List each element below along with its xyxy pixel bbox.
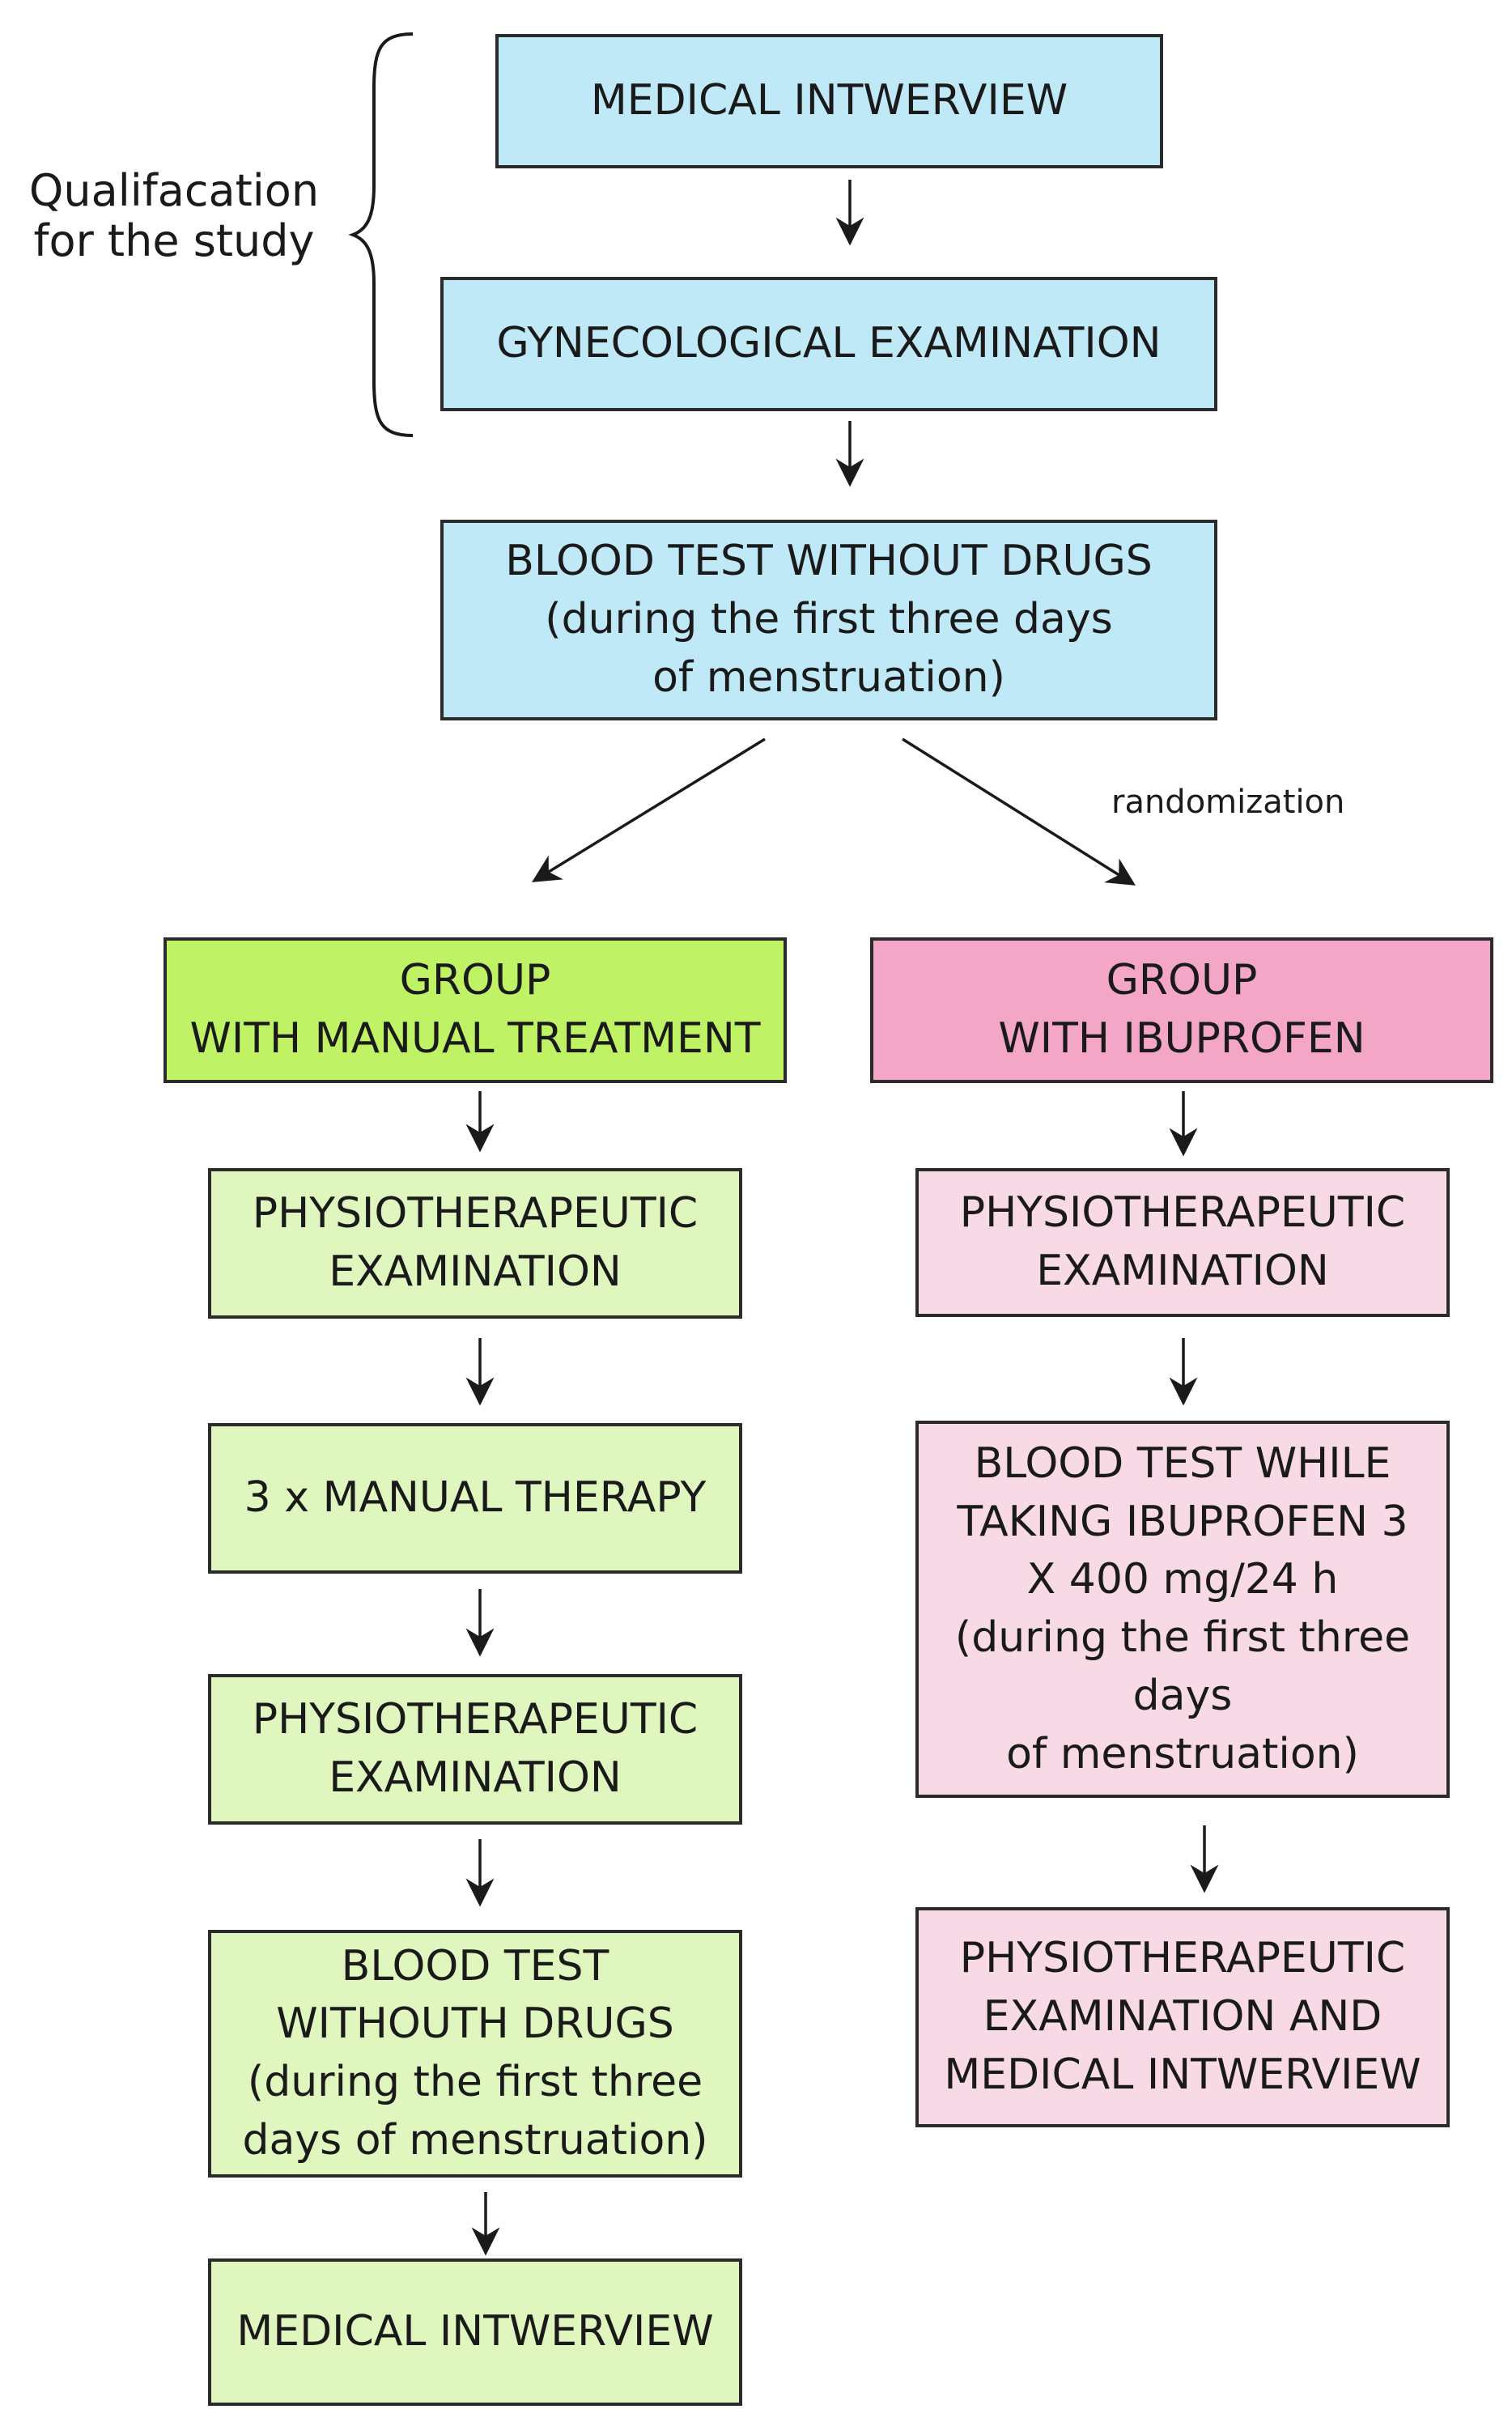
box-text: (during the first three days bbox=[545, 595, 1113, 644]
ibuprofen-final-box: PHYSIOTHERAPEUTIC EXAMINATION AND MEDICA… bbox=[915, 1907, 1450, 2127]
ibuprofen-group-header: GROUP WITH IBUPROFEN bbox=[870, 937, 1493, 1083]
box-text: WITHOUTH DRUGS bbox=[276, 1999, 674, 2049]
box-text: WITH IBUPROFEN bbox=[998, 1014, 1365, 1063]
qualification-label-line: for the study bbox=[33, 215, 315, 267]
medical-interview-box: MEDICAL INTWERVIEW bbox=[495, 34, 1163, 168]
box-text: of menstruation) bbox=[1006, 1729, 1359, 1778]
box-text: MEDICAL INTWERVIEW bbox=[944, 2050, 1421, 2099]
manual-group-header: GROUP WITH MANUAL TREATMENT bbox=[164, 937, 787, 1083]
box-text: GROUP bbox=[1106, 956, 1258, 1005]
box-text: EXAMINATION AND bbox=[983, 1992, 1382, 2042]
manual-physio-exam-1-box: PHYSIOTHERAPEUTIC EXAMINATION bbox=[208, 1168, 742, 1319]
manual-blood-test-box: BLOOD TEST WITHOUTH DRUGS (during the fi… bbox=[208, 1930, 742, 2178]
box-text: BLOOD TEST WITHOUT DRUGS bbox=[505, 537, 1153, 586]
arrow-to-ibuprofen-group bbox=[902, 737, 1136, 886]
gynecological-exam-box: GYNECOLOGICAL EXAMINATION bbox=[440, 277, 1217, 411]
box-text: PHYSIOTHERAPEUTIC bbox=[959, 1934, 1406, 1983]
qualification-label-line: Qualifacation bbox=[28, 165, 320, 216]
ibuprofen-physio-exam-box: PHYSIOTHERAPEUTIC EXAMINATION bbox=[915, 1168, 1450, 1317]
box-text: EXAMINATION bbox=[1036, 1247, 1329, 1295]
box-text: GROUP bbox=[399, 956, 551, 1005]
box-text: X 400 mg/24 h bbox=[1026, 1555, 1339, 1604]
box-text: PHYSIOTHERAPEUTIC bbox=[959, 1188, 1406, 1238]
randomization-label: randomization bbox=[1111, 784, 1345, 821]
box-text: days of menstruation) bbox=[242, 2115, 708, 2165]
ibuprofen-blood-test-box: BLOOD TEST WHILE TAKING IBUPROFEN 3 X 40… bbox=[915, 1421, 1450, 1798]
box-text: (during the first three bbox=[954, 1613, 1411, 1662]
qualification-label: Qualifacation for the study bbox=[16, 165, 332, 267]
box-text: of menstruation) bbox=[652, 652, 1005, 702]
manual-physio-exam-2-box: PHYSIOTHERAPEUTIC EXAMINATION bbox=[208, 1674, 742, 1825]
box-text: BLOOD TEST bbox=[341, 1941, 609, 1991]
box-text: EXAMINATION bbox=[329, 1753, 622, 1802]
manual-therapy-box: 3 x MANUAL THERAPY bbox=[208, 1423, 742, 1574]
box-text: days bbox=[1132, 1671, 1233, 1720]
box-text: MEDICAL INTWERVIEW bbox=[590, 76, 1068, 125]
manual-medical-interview-box: MEDICAL INTWERVIEW bbox=[208, 2258, 742, 2406]
box-text: TAKING IBUPROFEN 3 bbox=[957, 1497, 1408, 1546]
baseline-blood-test-box: BLOOD TEST WITHOUT DRUGS (during the fir… bbox=[440, 520, 1217, 720]
box-text: WITH MANUAL TREATMENT bbox=[189, 1014, 761, 1063]
box-text: (during the first three bbox=[247, 2058, 703, 2106]
box-text: PHYSIOTHERAPEUTIC bbox=[252, 1695, 699, 1744]
box-text: MEDICAL INTWERVIEW bbox=[236, 2307, 714, 2356]
qualification-brace bbox=[348, 32, 414, 437]
box-text: GYNECOLOGICAL EXAMINATION bbox=[496, 319, 1162, 368]
arrow-to-manual-group bbox=[532, 737, 766, 882]
box-text: PHYSIOTHERAPEUTIC bbox=[252, 1189, 699, 1239]
box-text: 3 x MANUAL THERAPY bbox=[244, 1473, 707, 1523]
box-text: EXAMINATION bbox=[329, 1247, 622, 1296]
box-text: BLOOD TEST WHILE bbox=[974, 1438, 1391, 1488]
